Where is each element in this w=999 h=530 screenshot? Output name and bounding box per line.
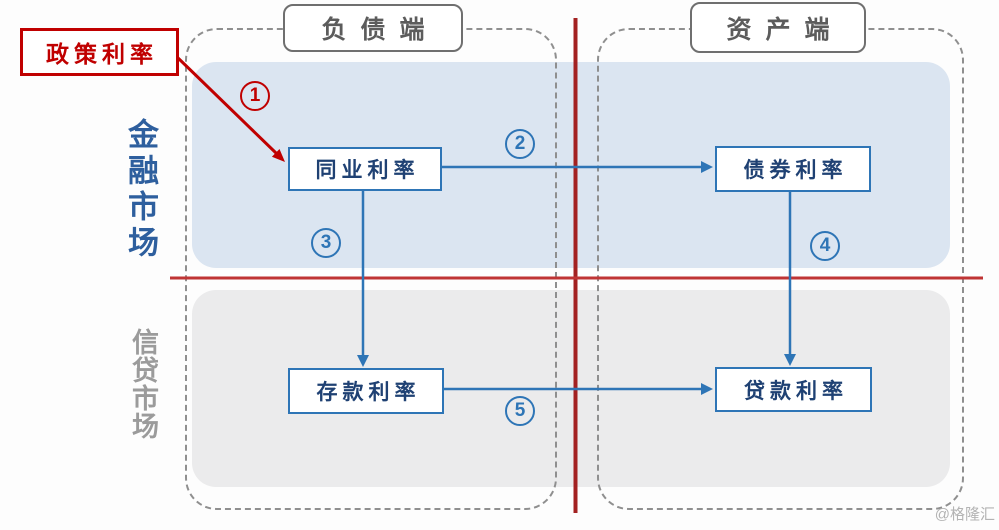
bond-rate-box: 债券利率	[715, 146, 871, 192]
liability-side-label: 负债端	[283, 4, 463, 52]
financial-market-label: 金融市场	[123, 118, 158, 262]
step-3-badge: 3	[311, 228, 341, 258]
step-5-badge: 5	[505, 396, 535, 426]
policy-rate-box: 政策利率	[20, 28, 179, 76]
loan-rate-box: 贷款利率	[715, 367, 872, 412]
step-2-badge: 2	[505, 129, 535, 159]
arrowhead-deposit-to-loan	[701, 383, 713, 395]
arrowhead-interbank-to-bond	[701, 161, 713, 173]
arrowhead-policy-to-interbank	[271, 149, 285, 162]
step-1-badge: 1	[240, 81, 270, 111]
arrow-policy-to-interbank	[175, 55, 278, 155]
interbank-rate-box: 同业利率	[288, 147, 442, 191]
deposit-rate-box: 存款利率	[288, 368, 444, 414]
asset-side-label: 资产端	[690, 2, 866, 53]
arrowhead-bond-to-loan	[784, 354, 796, 366]
credit-market-label: 信贷市场	[128, 328, 158, 440]
watermark-text: @格隆汇	[934, 506, 995, 523]
arrowhead-interbank-to-deposit	[357, 355, 369, 367]
step-4-badge: 4	[810, 231, 840, 261]
